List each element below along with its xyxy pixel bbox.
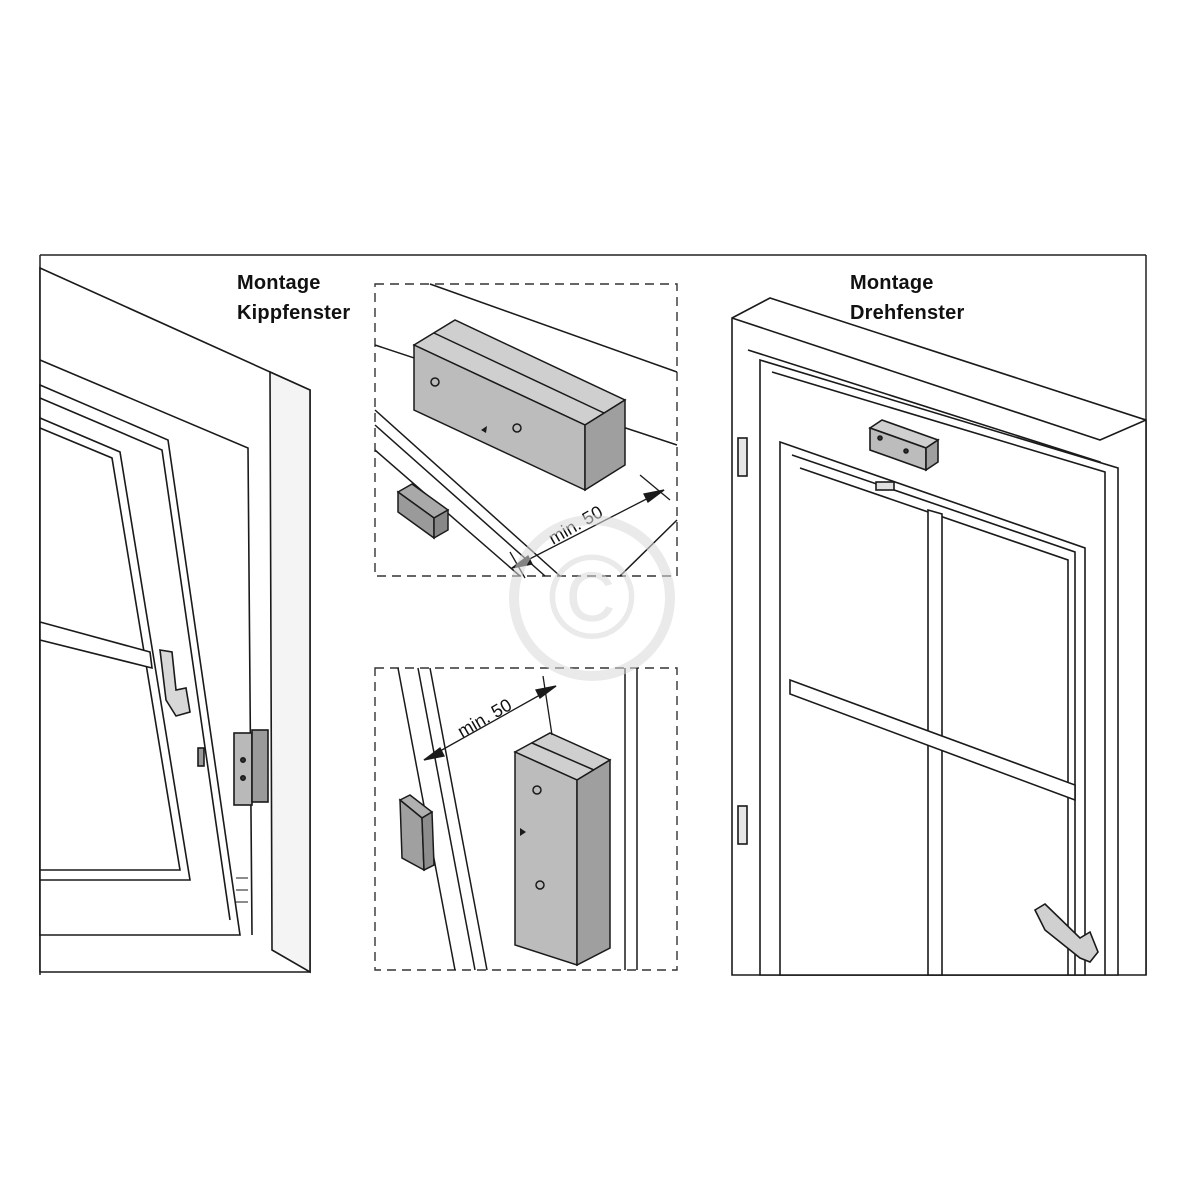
bottom-dimension <box>423 675 557 761</box>
right-title: Montage Drehfenster <box>850 268 964 328</box>
left-title-line2: Kippfenster <box>237 302 351 324</box>
turn-window-drawing <box>731 297 1147 976</box>
right-title-line1: Montage <box>850 272 934 294</box>
bottom-sensor-device <box>513 732 612 967</box>
watermark-symbol: © <box>548 530 636 664</box>
bottom-magnet <box>398 794 435 872</box>
top-sensor-device <box>412 319 627 492</box>
left-title: Montage Kippfenster <box>237 268 350 328</box>
right-title-line2: Drehfenster <box>850 302 965 324</box>
tilt-window-drawing <box>39 266 311 974</box>
bottom-detail-box: min. 50 <box>374 667 678 971</box>
top-magnet <box>396 483 450 540</box>
bottom-dimension-label: min. 50 <box>454 695 515 742</box>
watermark: © <box>509 515 675 681</box>
left-title-line1: Montage <box>237 272 321 294</box>
